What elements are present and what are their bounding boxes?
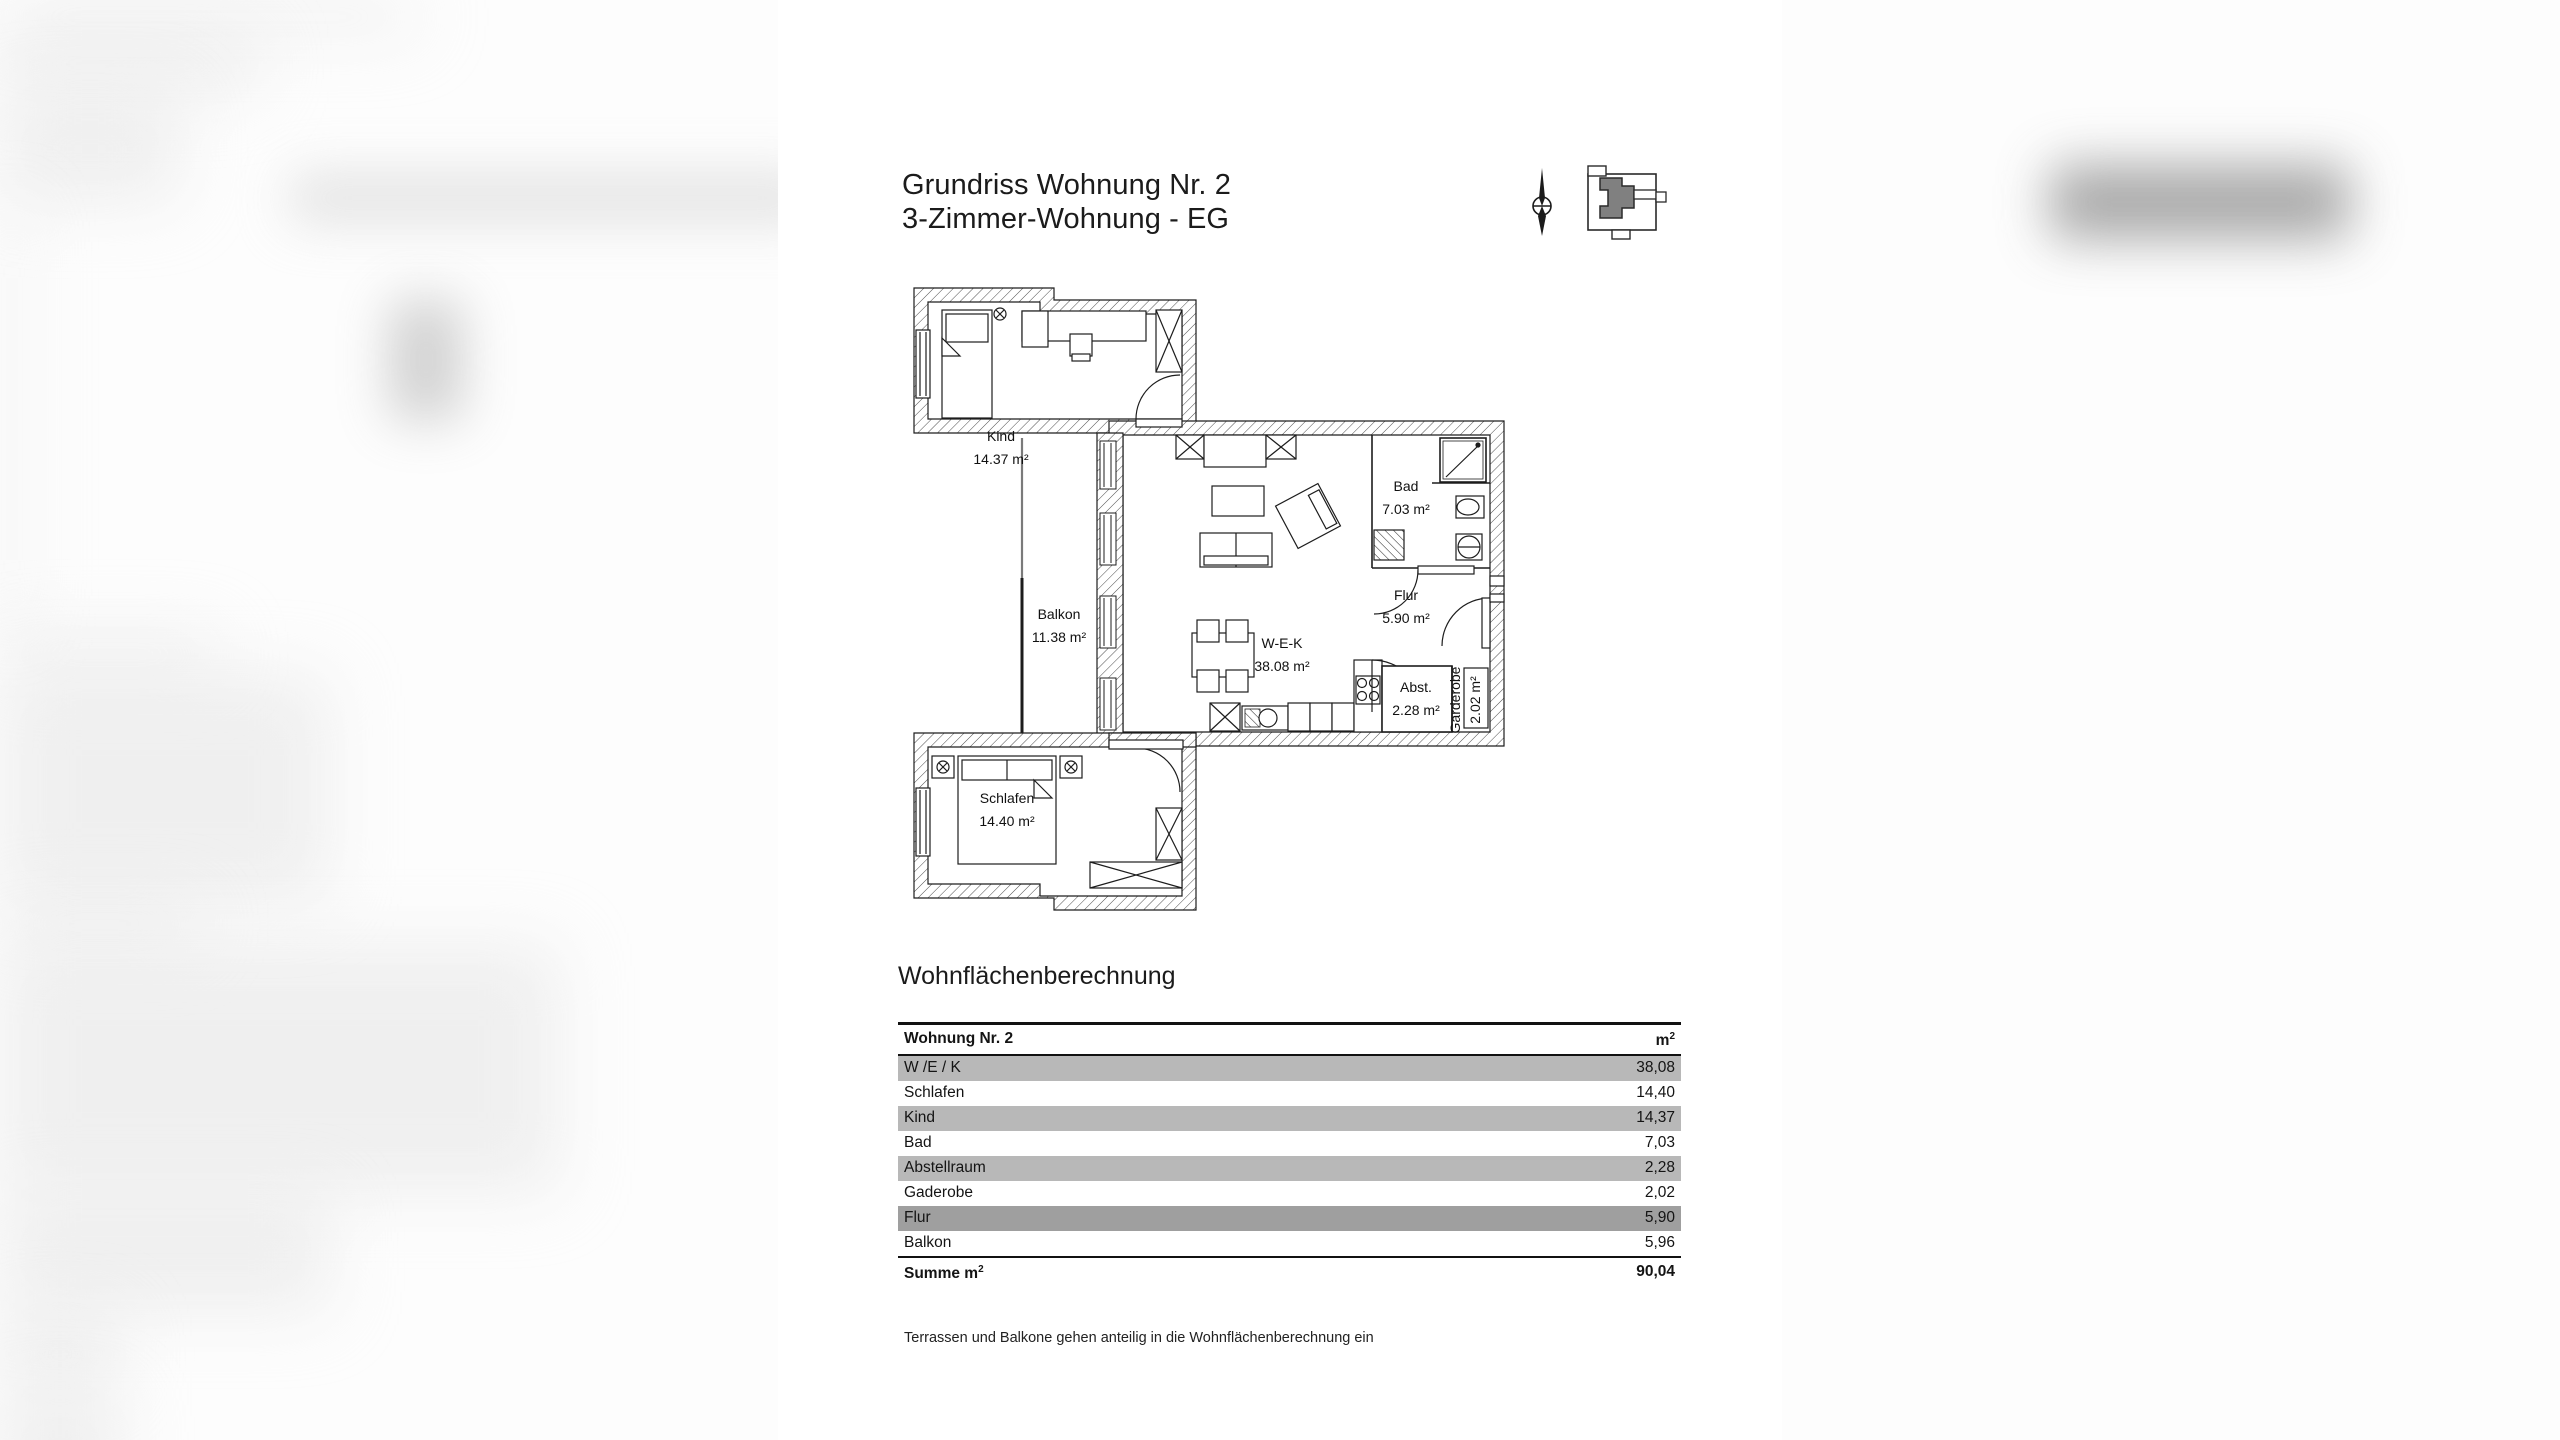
total-value: 90,04 [1636, 1263, 1675, 1281]
page-title-line-1: Grundriss Wohnung Nr. 2 [902, 169, 1231, 201]
room-area-bad: 7.03 m² [1382, 501, 1430, 517]
room-label-garderobe: Garderobe [1447, 666, 1463, 733]
table-row: Schlafen 14,40 [898, 1081, 1681, 1106]
row-value: 2,28 [1644, 1159, 1675, 1177]
table-row: Abstellraum 2,28 [898, 1156, 1681, 1182]
calculation-footnote: Terrassen und Balkone gehen anteilig in … [904, 1330, 1374, 1346]
floorplan-document-sheet: Grundriss Wohnung Nr. 2 3-Zimmer-Wohnung… [778, 0, 1782, 1440]
table-row: Gaderobe 2,02 [898, 1181, 1681, 1206]
room-area-flur: 5.90 m² [1382, 610, 1430, 626]
north-arrow-icon [1532, 168, 1552, 236]
room-label-wek: W-E-K [1262, 635, 1304, 651]
room-area-schlafen: 14.40 m² [979, 813, 1035, 829]
table-row: Flur 5,90 [898, 1206, 1681, 1232]
document-header: Grundriss Wohnung Nr. 2 3-Zimmer-Wohnung… [902, 168, 1662, 236]
table-row: W /E / K 38,08 [898, 1055, 1681, 1082]
room-label-flur: Flur [1394, 587, 1418, 603]
table-header-row: Wohnung Nr. 2 m2 [898, 1023, 1681, 1056]
table-row: Kind 14,37 [898, 1106, 1681, 1132]
room-area-balkon: 11.38 m² [1032, 629, 1087, 645]
row-label: Flur [904, 1209, 931, 1227]
row-label: Kind [904, 1109, 936, 1127]
living-area-calculation-heading: Wohnflächenberechnung [898, 962, 1176, 990]
row-value: 7,03 [1644, 1134, 1675, 1152]
row-value: 5,96 [1644, 1234, 1675, 1252]
row-value: 5,90 [1644, 1209, 1675, 1227]
table-total-row: Summe m2 90,04 [898, 1257, 1681, 1287]
row-value: 14,40 [1636, 1084, 1675, 1102]
row-label: Gaderobe [904, 1184, 973, 1202]
row-label: Abstellraum [904, 1159, 986, 1177]
row-label: Balkon [904, 1234, 952, 1252]
row-value: 38,08 [1636, 1059, 1675, 1077]
page-title-line-2: 3-Zimmer-Wohnung - EG [902, 203, 1230, 235]
row-value: 14,37 [1636, 1109, 1675, 1127]
row-label: Bad [904, 1134, 932, 1152]
floorplan-drawing: Kind 14.37 m² Balkon 11.38 m² Bad 7.03 m… [904, 278, 1524, 938]
room-label-schlafen: Schlafen [980, 790, 1034, 806]
table-header-unit: m2 [1655, 1031, 1675, 1050]
table-header-label: Wohnung Nr. 2 [904, 1030, 1014, 1048]
building-key-plan-icon [1587, 165, 1667, 240]
total-label: Summe m2 [904, 1264, 984, 1283]
table-row: Balkon 5,96 [898, 1231, 1681, 1257]
row-label: Schlafen [904, 1084, 965, 1102]
row-label: W /E / K [904, 1059, 961, 1077]
room-area-garderobe: 2.02 m² [1467, 676, 1483, 724]
row-value: 2,02 [1644, 1184, 1675, 1202]
room-label-bad: Bad [1394, 478, 1419, 494]
room-label-abst: Abst. [1400, 679, 1432, 695]
room-area-abst: 2.28 m² [1392, 702, 1440, 718]
living-area-table: Wohnung Nr. 2 m2 W /E / K 38,08 Schlafen… [898, 1022, 1681, 1287]
table-row: Bad 7,03 [898, 1131, 1681, 1156]
room-label-balkon: Balkon [1038, 606, 1081, 622]
room-area-wek: 38.08 m² [1254, 658, 1310, 674]
room-area-kind: 14.37 m² [973, 451, 1029, 467]
room-label-kind: Kind [987, 428, 1015, 444]
orientation-block [1522, 162, 1702, 242]
